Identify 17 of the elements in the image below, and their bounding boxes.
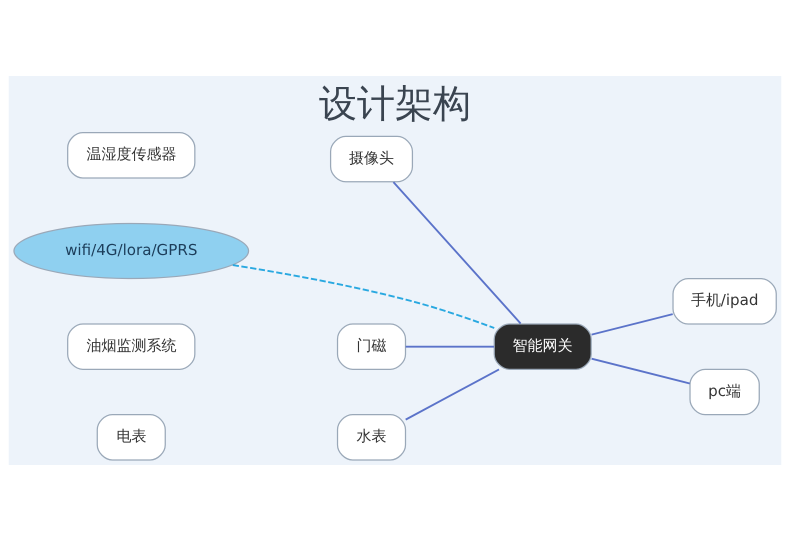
connector [591,313,673,336]
node-box: 摄像头 [330,136,414,182]
node-box: 手机/ipad [672,278,777,325]
node-box: pc端 [689,368,760,416]
diagram-title: 设计架构 [319,81,471,126]
node-box: 油烟监测系统 [67,323,196,370]
node-box: 智能网关 [494,323,592,370]
node-ellipse: wifi/4G/lora/GPRS [13,222,250,280]
node-box: 水表 [336,414,406,461]
connector [232,264,495,329]
connector [405,368,500,420]
node-box: 电表 [96,414,166,461]
connector [392,181,522,324]
connector [406,346,494,348]
connector [591,358,690,384]
node-box: 门磁 [336,323,406,370]
node-box: 温湿度传感器 [67,132,196,179]
